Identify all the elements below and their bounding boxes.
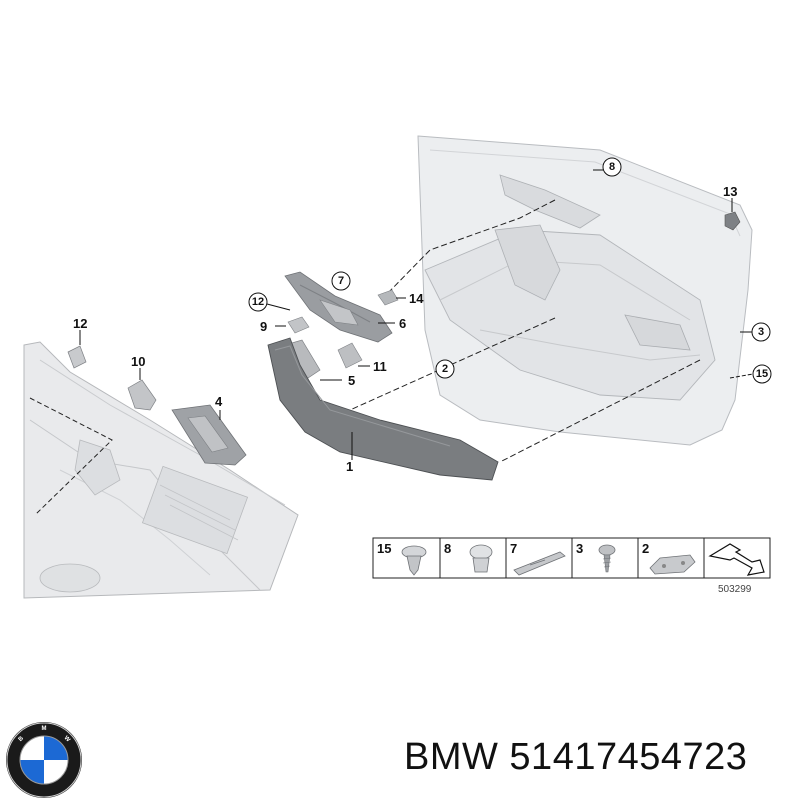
svg-text:W: W (63, 735, 71, 743)
svg-text:11: 11 (373, 359, 387, 374)
callout-6: 6 (378, 316, 406, 331)
handle-bezel-drawing (284, 271, 393, 343)
door-trim-panel-drawing (349, 135, 753, 463)
callout-2: 2 (435, 359, 455, 379)
callout-8: 8 (593, 157, 622, 177)
svg-text:15: 15 (756, 368, 768, 380)
svg-text:15: 15 (377, 541, 391, 556)
callout-3: 3 (740, 322, 771, 342)
push-clip-icon (401, 545, 427, 576)
fastener-legend: 15 8 7 3 (372, 537, 771, 595)
legend-cell-8: 8 (444, 541, 493, 573)
svg-text:8: 8 (609, 161, 615, 173)
svg-text:B: B (18, 735, 26, 743)
callout-13: 13 (723, 184, 737, 212)
legend-cell-2: 2 (642, 541, 696, 575)
callout-7: 7 (331, 271, 351, 291)
svg-text:8: 8 (444, 541, 451, 556)
svg-text:6: 6 (399, 316, 406, 331)
svg-text:4: 4 (215, 394, 223, 409)
mounting-bracket-icon (513, 551, 566, 576)
legend-cell-7: 7 (510, 541, 566, 576)
svg-text:5: 5 (348, 373, 355, 388)
callout-1: 1 (346, 432, 353, 474)
clip-icon (649, 554, 696, 575)
brand-part-number: BMW 51417454723 (404, 736, 748, 778)
door-frame-drawing (23, 341, 299, 599)
legend-cell-15: 15 (377, 541, 427, 576)
callout-15: 15 (729, 364, 772, 384)
svg-text:14: 14 (409, 291, 424, 306)
callout-11: 11 (358, 359, 387, 374)
svg-text:9: 9 (260, 319, 267, 334)
callout-9: 9 (260, 319, 286, 334)
svg-text:3: 3 (758, 326, 764, 338)
svg-text:M: M (42, 726, 47, 732)
svg-text:3: 3 (576, 541, 583, 556)
svg-text:7: 7 (510, 541, 517, 556)
screw-icon (598, 544, 616, 573)
callout-14: 14 (396, 291, 424, 306)
diagram-reference-number: 503299 (718, 584, 752, 595)
armrest-drawing (267, 337, 499, 481)
svg-text:12: 12 (252, 296, 264, 308)
callout-10: 10 (131, 354, 145, 380)
callout-5: 5 (320, 373, 355, 388)
bmw-logo: B M W (6, 722, 82, 798)
svg-text:13: 13 (723, 184, 737, 199)
svg-text:10: 10 (131, 354, 145, 369)
callout-12-left: 12 (73, 316, 87, 345)
svg-text:12: 12 (73, 316, 87, 331)
svg-text:7: 7 (338, 275, 344, 287)
legend-cell-3: 3 (576, 541, 616, 573)
callout-4: 4 (215, 394, 223, 420)
direction-arrow-icon (708, 543, 765, 576)
expanding-rivet-icon (469, 544, 493, 573)
svg-text:2: 2 (442, 363, 448, 375)
svg-text:1: 1 (346, 459, 353, 474)
svg-text:2: 2 (642, 541, 649, 556)
callout-12-circled: 12 (248, 292, 291, 312)
